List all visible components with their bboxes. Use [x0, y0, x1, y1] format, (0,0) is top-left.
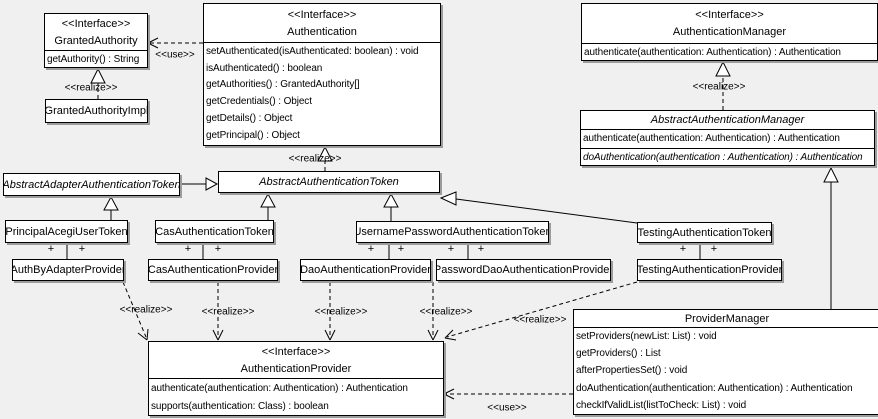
realize-arrows: [90, 60, 731, 341]
realize-label: <<realize>>: [513, 314, 567, 326]
class-cas-authentication-token[interactable]: CasAuthenticationToken: [155, 220, 274, 243]
method-row: doAuthentication(authentication : Authen…: [583, 151, 863, 163]
class-provider-manager[interactable]: ProviderManager setProviders(newList: Li…: [573, 309, 878, 415]
realize-label: <<realize>>: [419, 306, 473, 318]
class-name: PasswordDaoAuthenticationProvider: [437, 264, 610, 276]
realize-label: <<realize>>: [314, 306, 368, 318]
realize-label: <<realize>>: [64, 82, 118, 94]
realize-label: <<realize>>: [119, 304, 173, 316]
class-stereotype: <<Interface>>: [695, 9, 764, 21]
method-row: getProviders() : List: [576, 348, 661, 360]
multiplicity-plus: +: [47, 243, 55, 255]
class-cas-authentication-provider[interactable]: CasAuthenticationProvider: [148, 259, 278, 281]
class-name: AbstractAuthenticationManager: [581, 111, 874, 130]
multiplicity-plus: +: [214, 243, 222, 255]
class-name: AuthByAdapterProvider: [13, 264, 123, 276]
method-row: getPrincipal() : Object: [206, 129, 300, 141]
class-authentication[interactable]: <<Interface>> Authentication setAuthenti…: [203, 3, 441, 146]
class-name: GrantedAuthority: [54, 34, 138, 47]
class-stereotype: <<Interface>>: [287, 8, 357, 21]
multiplicity-plus: +: [78, 243, 86, 255]
multiplicity-plus: +: [184, 243, 192, 255]
class-abstract-authentication-manager[interactable]: AbstractAuthenticationManager authentica…: [580, 110, 875, 166]
association-lines: [66, 243, 701, 259]
method-row: authenticate(authentication: Authenticat…: [581, 130, 874, 149]
class-stereotype: <<Interface>>: [261, 345, 331, 358]
method-row: authenticate(authentication: Authenticat…: [584, 46, 841, 58]
method-row: afterPropertiesSet() : void: [576, 365, 688, 377]
class-name: AbstractAuthenticationToken: [259, 176, 399, 188]
class-name: Authentication: [287, 25, 357, 38]
class-name: DaoAuthenticationProvider: [301, 264, 430, 276]
class-dao-authentication-provider[interactable]: DaoAuthenticationProvider: [300, 259, 431, 281]
method-row: setAuthenticated(isAuthenticated: boolea…: [206, 45, 419, 57]
class-name: UsernamePasswordAuthenticationToken: [357, 226, 548, 238]
class-name: AbstractAdapterAuthenticationToken: [4, 178, 179, 191]
method-row: supports(authentication: Class) : boolea…: [151, 400, 329, 412]
class-name: AuthenticationManager: [672, 26, 787, 38]
generalization-arrows: [103, 166, 839, 309]
method-row: setProviders(newList: List) : void: [576, 331, 717, 343]
class-testing-authentication-token[interactable]: TestingAuthenticationToken: [637, 222, 772, 243]
multiplicity-plus: +: [367, 243, 375, 255]
class-abstract-adapter-authentication-token[interactable]: AbstractAdapterAuthenticationToken: [3, 173, 180, 196]
class-authentication-manager[interactable]: <<Interface>> AuthenticationManager auth…: [581, 3, 878, 61]
multiplicity-plus: +: [397, 243, 405, 255]
method-row: getAuthority() : String: [47, 53, 140, 65]
multiplicity-plus: +: [477, 243, 485, 255]
class-name: CasAuthenticationProvider: [149, 264, 277, 276]
method-row: authenticate(authentication: Authenticat…: [151, 382, 408, 394]
class-username-password-authentication-token[interactable]: UsernamePasswordAuthenticationToken: [356, 221, 549, 243]
method-row: getDetails() : Object: [206, 113, 293, 125]
realize-label: <<realize>>: [692, 81, 746, 93]
class-name: AuthenticationProvider: [240, 362, 352, 375]
class-principal-acegi-user-token[interactable]: PrincipalAcegiUserToken: [5, 220, 128, 243]
class-testing-authentication-provider[interactable]: TestingAuthenticationProvider: [637, 259, 782, 281]
class-password-dao-authentication-provider[interactable]: PasswordDaoAuthenticationProvider: [436, 259, 611, 281]
use-label: <<use>>: [155, 49, 195, 61]
method-row: isAuthenticated() : boolean: [206, 62, 323, 74]
class-name: PrincipalAcegiUserToken: [6, 225, 127, 238]
class-authentication-provider[interactable]: <<Interface>> AuthenticationProvider aut…: [148, 341, 444, 416]
multiplicity-plus: +: [679, 243, 687, 255]
multiplicity-plus: +: [447, 243, 455, 255]
method-row: doAuthentication(authentication: Authent…: [576, 382, 853, 394]
use-label: <<use>>: [487, 402, 527, 414]
class-stereotype: <<Interface>>: [61, 17, 131, 30]
class-abstract-authentication-token[interactable]: AbstractAuthenticationToken: [218, 171, 440, 193]
method-row: getAuthorities() : GrantedAuthority[]: [206, 79, 360, 91]
method-row: getCredentials() : Object: [206, 96, 312, 108]
realize-label: <<realize>>: [201, 306, 255, 318]
class-name: ProviderManager: [574, 310, 878, 328]
realize-label: <<realize>>: [288, 153, 342, 165]
method-row: checkIfValidList(listToCheck: List) : vo…: [576, 399, 747, 411]
class-granted-authority-impl[interactable]: GrantedAuthorityImpl: [45, 99, 148, 123]
class-name: CasAuthenticationToken: [156, 225, 273, 238]
class-granted-authority[interactable]: <<Interface>> GrantedAuthority getAuthor…: [44, 13, 148, 68]
class-name: GrantedAuthorityImpl: [46, 105, 147, 117]
class-name: TestingAuthenticationProvider: [638, 264, 781, 276]
use-arrows: [147, 37, 573, 400]
multiplicity-plus: +: [710, 243, 718, 255]
class-auth-by-adapter-provider[interactable]: AuthByAdapterProvider: [12, 259, 124, 281]
class-name: TestingAuthenticationToken: [638, 226, 771, 239]
